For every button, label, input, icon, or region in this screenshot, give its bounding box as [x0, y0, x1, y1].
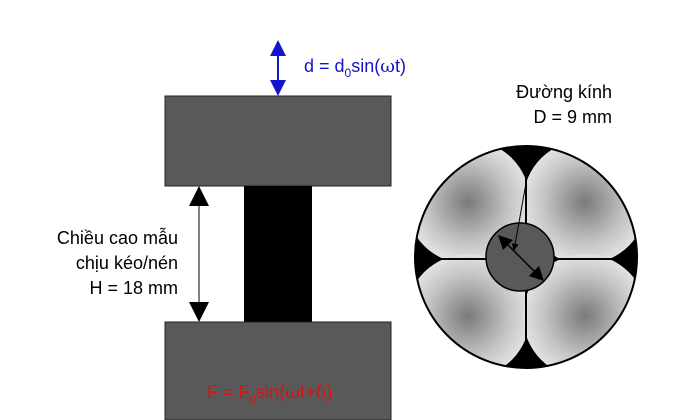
force-label: F = F0sin(ωt+δ) — [207, 382, 332, 406]
top-plate — [164, 95, 392, 187]
bottom-plate — [164, 321, 392, 420]
sample-specimen — [244, 186, 312, 322]
height-label: Chiều cao mẫu chịu kéo/nén H = 18 mm — [57, 227, 178, 298]
diameter-leader-line — [511, 149, 533, 251]
diameter-label-line2: D = 9 mm — [533, 107, 612, 127]
diameter-arrow-icon — [498, 235, 544, 281]
height-label-line1: Chiều cao mẫu — [57, 227, 178, 248]
height-arrow-icon — [189, 186, 209, 322]
height-label-line3: H = 18 mm — [89, 278, 178, 298]
displacement-label: d = d0sin(ωt) — [304, 56, 406, 80]
diameter-label-line1: Đường kính — [516, 82, 612, 102]
height-label-line2: chịu kéo/nén — [76, 253, 178, 273]
displacement-arrow-icon — [270, 40, 286, 96]
diameter-label: Đường kính D = 9 mm — [516, 82, 612, 127]
cross-section-disc — [414, 145, 638, 369]
